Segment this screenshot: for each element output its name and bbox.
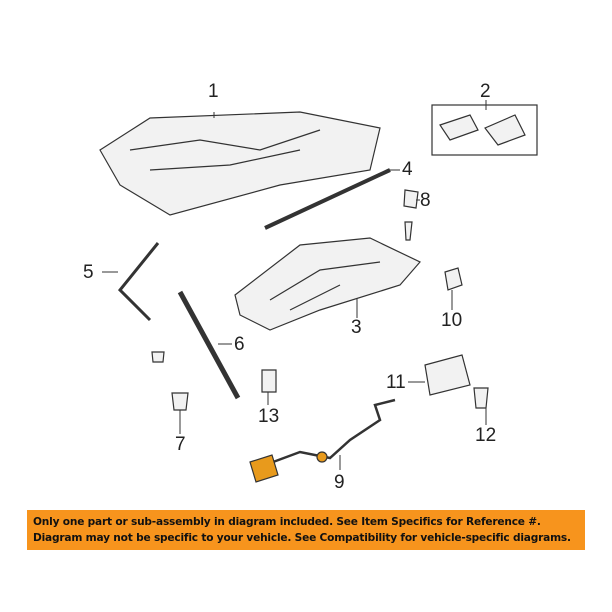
callout-7: 7 [175,434,186,455]
callout-3: 3 [351,317,362,338]
part-12-bolt [473,387,489,409]
callout-12: 12 [475,425,497,446]
disclaimer-line-1: Only one part or sub-assembly in diagram… [33,516,541,528]
part-11-latch [424,354,471,396]
part-1-hood [99,111,381,216]
callout-13: 13 [258,406,280,427]
callout-11: 11 [386,372,406,393]
disclaimer-banner: Only one part or sub-assembly in diagram… [27,510,585,550]
callout-6: 6 [234,334,245,355]
callout-5: 5 [83,262,94,283]
callout-4: 4 [402,159,413,180]
part-10-clip [444,267,463,291]
callout-9: 9 [334,472,345,493]
part-6-strut [177,290,241,400]
callout-1: 1 [208,81,219,102]
disclaimer-line-2: Diagram may not be specific to your vehi… [33,532,571,544]
callout-8: 8 [420,190,431,211]
part-4-seal [264,168,391,230]
part-5-rod [117,242,160,322]
callout-2: 2 [480,81,491,102]
callout-10: 10 [441,310,463,331]
part-9-cable [264,398,396,467]
part-13-bumper [261,369,277,393]
part-8-bumper [403,189,419,209]
part-3-insulator [234,237,421,331]
part-7-fastener [171,392,189,411]
